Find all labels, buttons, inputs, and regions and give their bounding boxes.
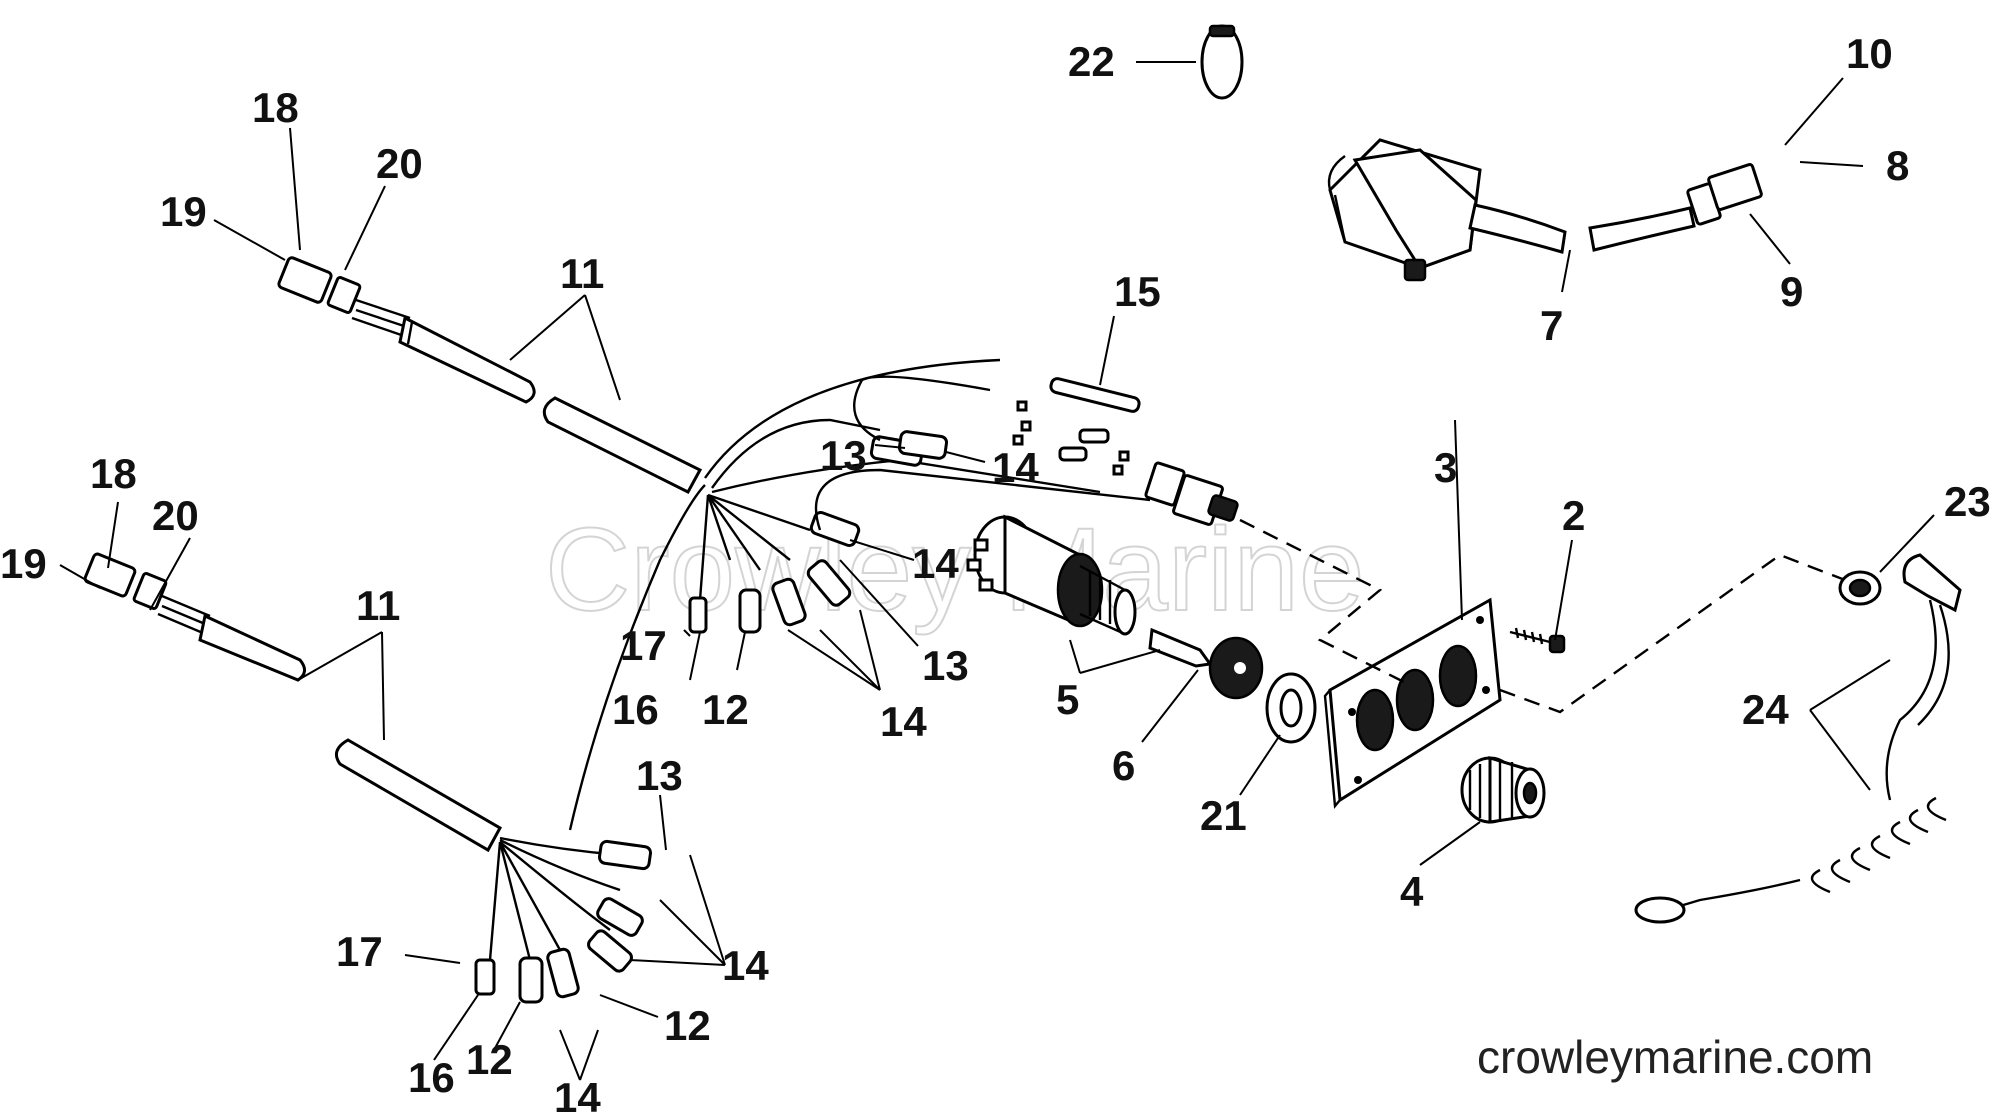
dashed-leader-lanyard bbox=[1499, 553, 1846, 714]
dashed-leader-stop bbox=[1239, 518, 1411, 687]
part-label: 24 bbox=[1742, 686, 1789, 733]
part-label: 11 bbox=[560, 250, 604, 297]
ignition-key bbox=[1148, 627, 1264, 700]
part-label: 14 bbox=[554, 1074, 601, 1116]
leader-lines bbox=[59, 61, 1935, 1081]
knob-4 bbox=[1460, 755, 1546, 824]
part-label: 21 bbox=[1200, 792, 1247, 839]
part-label: 18 bbox=[90, 450, 137, 497]
module-7 bbox=[1327, 138, 1763, 282]
part-label: 16 bbox=[612, 686, 659, 733]
part-label: 7 bbox=[1540, 302, 1563, 349]
part-label: 20 bbox=[376, 140, 423, 187]
part-label: 6 bbox=[1112, 742, 1135, 789]
panel-3 bbox=[1323, 597, 1502, 809]
kit-15 bbox=[1012, 377, 1141, 476]
part-label: 22 bbox=[1068, 38, 1115, 85]
part-label: 10 bbox=[1846, 30, 1893, 77]
stop-switch-connector bbox=[1144, 461, 1239, 526]
part-label: 12 bbox=[664, 1002, 711, 1049]
upper-harness bbox=[277, 256, 1151, 831]
screw-2 bbox=[1509, 627, 1566, 654]
part-label: 4 bbox=[1400, 868, 1424, 915]
part-label: 18 bbox=[252, 84, 299, 131]
part-label: 14 bbox=[912, 540, 959, 587]
part-label: 12 bbox=[702, 686, 749, 733]
lower-harness bbox=[83, 552, 653, 1004]
part-label: 13 bbox=[636, 752, 683, 799]
ignition-switch bbox=[966, 514, 1137, 636]
nut-23 bbox=[1838, 570, 1882, 606]
watermark-text: Crowley Marine bbox=[545, 504, 1365, 636]
part-label: 17 bbox=[620, 622, 667, 669]
part-label: 13 bbox=[820, 432, 867, 479]
part-label: 9 bbox=[1780, 268, 1803, 315]
part-labels: 22 10 8 9 7 18 20 19 11 15 13 14 14 13 1… bbox=[0, 30, 1991, 1116]
clamp-22 bbox=[1200, 24, 1244, 100]
bullet-terminal bbox=[688, 596, 708, 634]
part-label: 17 bbox=[336, 928, 383, 975]
footer-url[interactable]: crowleymarine.com bbox=[1477, 1031, 1873, 1083]
part-label: 14 bbox=[880, 698, 927, 745]
part-label: 13 bbox=[922, 642, 969, 689]
part-label: 19 bbox=[0, 540, 47, 587]
washer-21 bbox=[1265, 672, 1317, 744]
part-label: 8 bbox=[1886, 142, 1909, 189]
part-label: 2 bbox=[1562, 492, 1585, 539]
part-label: 3 bbox=[1434, 444, 1457, 491]
part-label: 20 bbox=[152, 492, 199, 539]
part-label: 23 bbox=[1944, 478, 1991, 525]
part-label: 5 bbox=[1056, 676, 1079, 723]
part-label: 19 bbox=[160, 188, 207, 235]
lanyard-24 bbox=[1634, 553, 1962, 924]
part-label: 14 bbox=[722, 942, 769, 989]
part-label: 15 bbox=[1114, 268, 1161, 315]
part-label: 12 bbox=[466, 1036, 513, 1083]
part-label: 14 bbox=[992, 444, 1039, 491]
part-label: 16 bbox=[408, 1054, 455, 1101]
part-label: 11 bbox=[356, 582, 400, 629]
